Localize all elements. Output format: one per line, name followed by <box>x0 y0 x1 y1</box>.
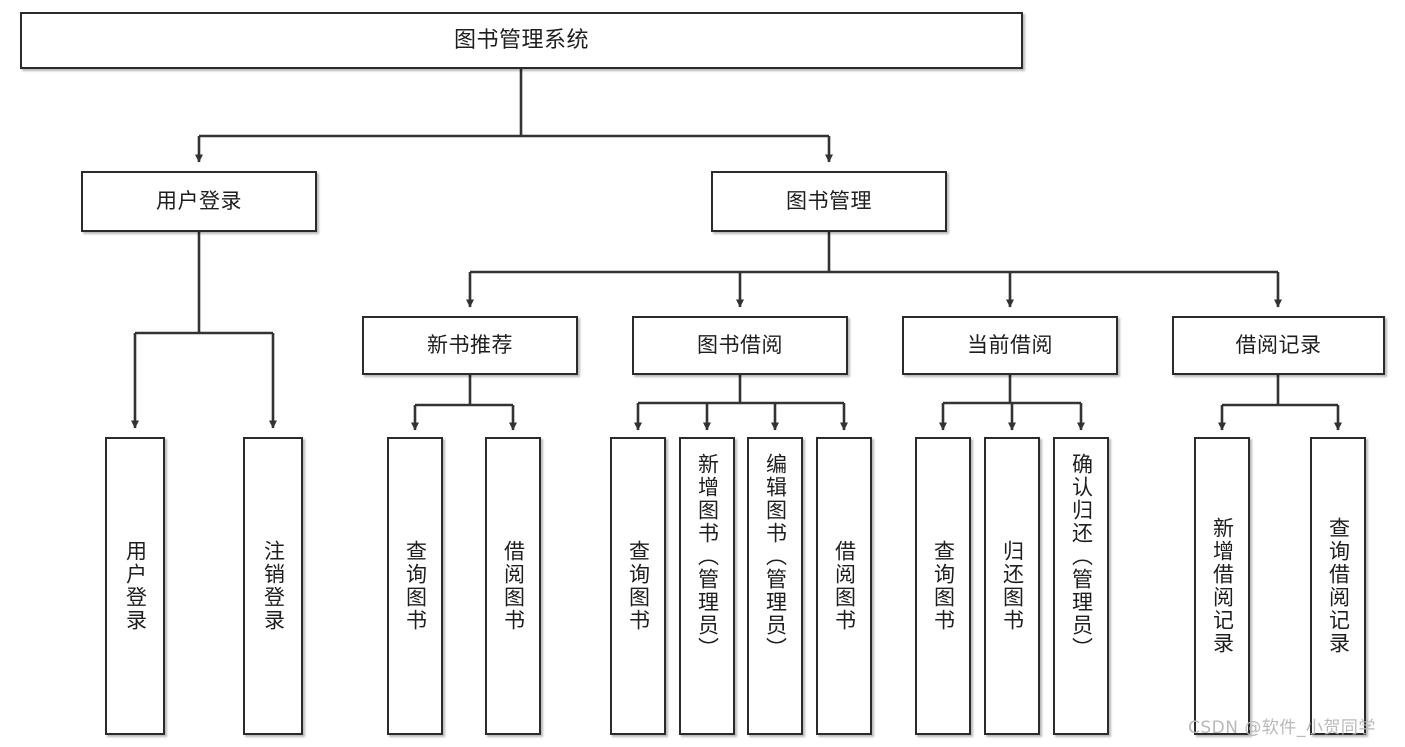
leaf-add-borrow-record[interactable]: 新增借阅记录 <box>1194 437 1250 735</box>
leaf-query-book-current[interactable]: 查询图书 <box>915 437 971 735</box>
node-book-borrow[interactable]: 图书借阅 <box>632 316 848 375</box>
leaf-return-book-label: 归还图书 <box>1000 540 1025 632</box>
leaf-borrow-book-borrow[interactable]: 借阅图书 <box>816 437 872 735</box>
csdn-watermark: CSDN @软件_小贺同学 <box>1188 718 1376 738</box>
leaf-return-book[interactable]: 归还图书 <box>984 437 1040 735</box>
node-book-management[interactable]: 图书管理 <box>711 171 947 232</box>
leaf-query-book-new-label: 查询图书 <box>403 540 428 632</box>
node-user-login[interactable]: 用户登录 <box>81 171 317 232</box>
node-new-book-recommend-label: 新书推荐 <box>427 333 513 358</box>
leaf-query-book-borrow-label: 查询图书 <box>626 540 651 632</box>
leaf-user-login[interactable]: 用户登录 <box>105 437 165 735</box>
leaf-borrow-book-new[interactable]: 借阅图书 <box>485 437 541 735</box>
leaf-add-book-admin[interactable]: 新增图书（管理员） <box>679 437 735 735</box>
leaf-query-book-new[interactable]: 查询图书 <box>387 437 443 735</box>
leaf-edit-book-admin-label: 编辑图书（管理员） <box>763 453 788 660</box>
leaf-borrow-book-borrow-label: 借阅图书 <box>832 540 857 632</box>
node-user-login-label: 用户登录 <box>156 189 242 214</box>
leaf-add-borrow-record-label: 新增借阅记录 <box>1210 517 1235 655</box>
node-new-book-recommend[interactable]: 新书推荐 <box>362 316 578 375</box>
leaf-query-book-current-label: 查询图书 <box>931 540 956 632</box>
node-book-management-label: 图书管理 <box>786 189 872 214</box>
node-borrow-record-label: 借阅记录 <box>1235 333 1322 358</box>
leaf-user-login-label: 用户登录 <box>123 540 148 632</box>
leaf-query-borrow-record[interactable]: 查询借阅记录 <box>1310 437 1366 735</box>
node-root[interactable]: 图书管理系统 <box>20 12 1023 69</box>
leaf-confirm-return-admin-label: 确认归还（管理员） <box>1069 453 1094 660</box>
leaf-confirm-return-admin[interactable]: 确认归还（管理员） <box>1053 437 1109 735</box>
node-root-label: 图书管理系统 <box>453 27 589 53</box>
leaf-borrow-book-new-label: 借阅图书 <box>501 540 526 632</box>
leaf-add-book-admin-label: 新增图书（管理员） <box>695 453 720 660</box>
node-current-borrow-label: 当前借阅 <box>967 333 1053 358</box>
node-borrow-record[interactable]: 借阅记录 <box>1172 316 1385 375</box>
node-book-borrow-label: 图书借阅 <box>697 333 783 358</box>
leaf-edit-book-admin[interactable]: 编辑图书（管理员） <box>747 437 803 735</box>
leaf-logout[interactable]: 注销登录 <box>243 437 303 735</box>
node-current-borrow[interactable]: 当前借阅 <box>902 316 1118 375</box>
leaf-query-borrow-record-label: 查询借阅记录 <box>1326 517 1351 655</box>
leaf-query-book-borrow[interactable]: 查询图书 <box>610 437 666 735</box>
leaf-logout-label: 注销登录 <box>261 540 286 632</box>
